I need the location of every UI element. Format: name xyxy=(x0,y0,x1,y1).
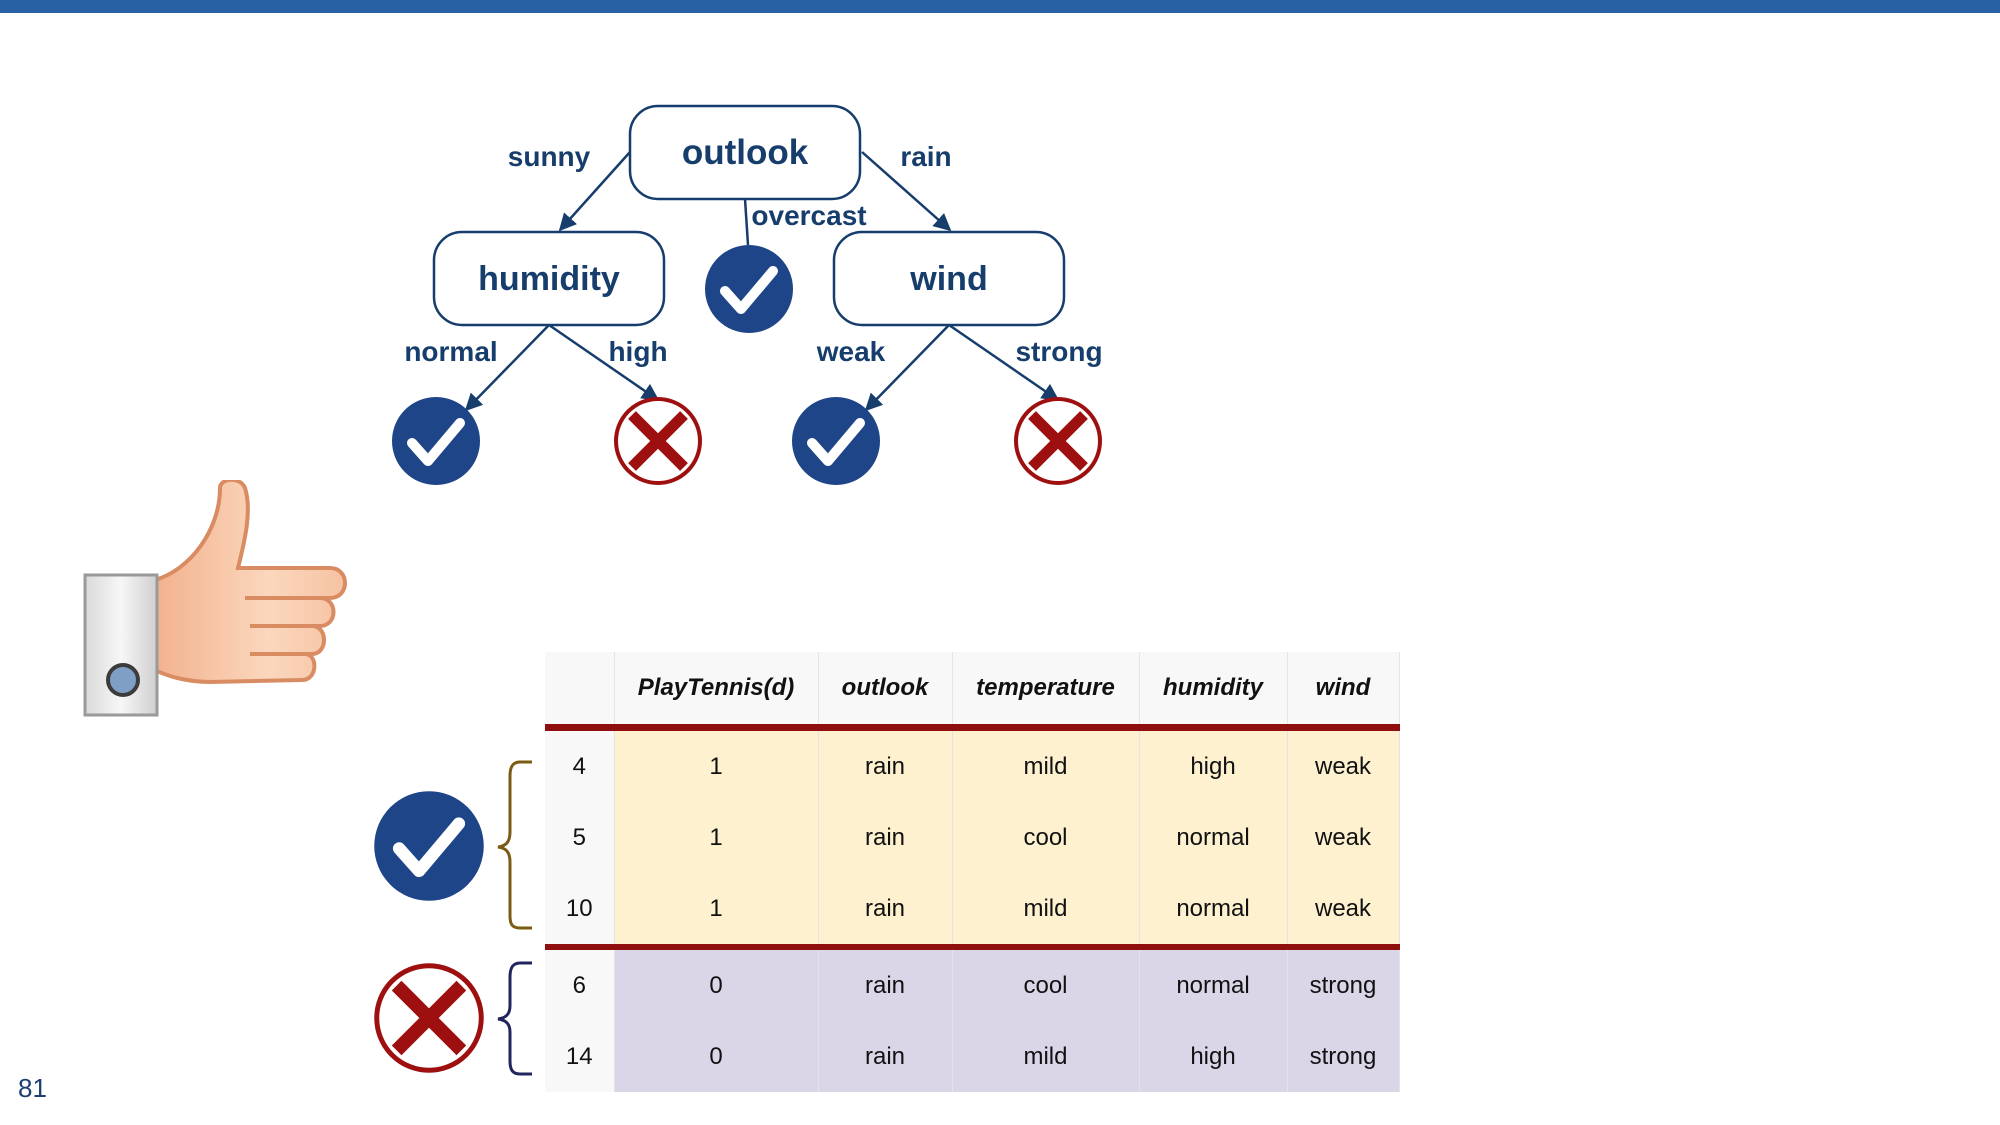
row-index: 10 xyxy=(545,873,615,950)
row-index: 4 xyxy=(545,727,615,802)
node-humidity: humidity xyxy=(478,260,620,298)
node-wind: wind xyxy=(909,260,987,298)
cell-wind: weak xyxy=(1287,802,1400,873)
leaf-weak-check-icon xyxy=(792,397,880,485)
cell-temperature: cool xyxy=(952,802,1140,873)
cell-playtennis: 0 xyxy=(614,1021,819,1092)
edge-label-rain: rain xyxy=(900,141,951,172)
table-header-row: PlayTennis(d) outlook temperature humidi… xyxy=(545,652,1400,731)
table-row: 6 0 rain cool normal strong xyxy=(545,947,1400,1021)
table-row: 10 1 rain mild normal weak xyxy=(545,873,1400,950)
edge-weak xyxy=(864,324,950,412)
cell-humidity: normal xyxy=(1139,802,1288,873)
column-header-humidity: humidity xyxy=(1139,652,1288,731)
top-bar xyxy=(0,0,2000,13)
column-header-wind: wind xyxy=(1287,652,1400,731)
cell-temperature: mild xyxy=(952,1021,1140,1092)
edge-high xyxy=(548,323,660,402)
edge-label-high: high xyxy=(608,336,667,367)
edge-normal xyxy=(464,324,550,412)
edge-label-strong: strong xyxy=(1015,336,1102,367)
cell-playtennis: 1 xyxy=(614,727,819,802)
cell-humidity: high xyxy=(1139,727,1288,802)
play-tennis-table: PlayTennis(d) outlook temperature humidi… xyxy=(545,652,1400,1092)
row-index: 6 xyxy=(545,947,615,1021)
edge-overcast xyxy=(743,198,750,246)
leaf-strong-x-icon xyxy=(1016,399,1100,483)
row-index: 5 xyxy=(545,802,615,873)
node-outlook: outlook xyxy=(682,133,809,172)
cell-temperature: mild xyxy=(952,873,1140,950)
page-number: 81 xyxy=(18,1073,47,1103)
cell-temperature: cool xyxy=(952,947,1140,1021)
edge-label-weak: weak xyxy=(816,336,886,367)
edge-rain xyxy=(861,151,952,232)
leaf-high-x-icon xyxy=(616,399,700,483)
cell-outlook: rain xyxy=(818,727,953,802)
cell-humidity: normal xyxy=(1139,873,1288,950)
cell-wind: strong xyxy=(1287,947,1400,1021)
node-wind-box xyxy=(832,230,1066,327)
cell-playtennis: 0 xyxy=(614,947,819,1021)
edge-label-overcast: overcast xyxy=(751,200,866,231)
thumbs-up-icon xyxy=(83,480,347,717)
cell-playtennis: 1 xyxy=(614,873,819,950)
cell-wind: weak xyxy=(1287,727,1400,802)
table-row: 4 1 rain mild high weak xyxy=(545,727,1400,802)
edge-sunny xyxy=(558,151,631,232)
cell-outlook: rain xyxy=(818,947,953,1021)
row-index: 14 xyxy=(545,1021,615,1092)
node-outlook-box xyxy=(628,104,862,201)
column-header-temperature: temperature xyxy=(952,652,1140,731)
column-header-playtennis: PlayTennis(d) xyxy=(614,652,819,731)
column-header-index xyxy=(545,652,615,731)
cell-wind: strong xyxy=(1287,1021,1400,1092)
table-row: 5 1 rain cool normal weak xyxy=(545,802,1400,873)
cell-humidity: normal xyxy=(1139,947,1288,1021)
leaf-normal-check-icon xyxy=(392,397,480,485)
cell-playtennis: 1 xyxy=(614,802,819,873)
edge-label-sunny: sunny xyxy=(508,141,591,172)
edge-strong xyxy=(948,323,1060,402)
cell-wind: weak xyxy=(1287,873,1400,950)
cell-temperature: mild xyxy=(952,727,1140,802)
cell-outlook: rain xyxy=(818,802,953,873)
column-header-outlook: outlook xyxy=(818,652,953,731)
cell-humidity: high xyxy=(1139,1021,1288,1092)
node-humidity-box xyxy=(432,230,666,327)
table-row: 14 0 rain mild high strong xyxy=(545,1021,1400,1092)
edge-label-normal: normal xyxy=(404,336,497,367)
cell-outlook: rain xyxy=(818,1021,953,1092)
cell-outlook: rain xyxy=(818,873,953,950)
leaf-overcast-check-icon xyxy=(705,245,793,333)
